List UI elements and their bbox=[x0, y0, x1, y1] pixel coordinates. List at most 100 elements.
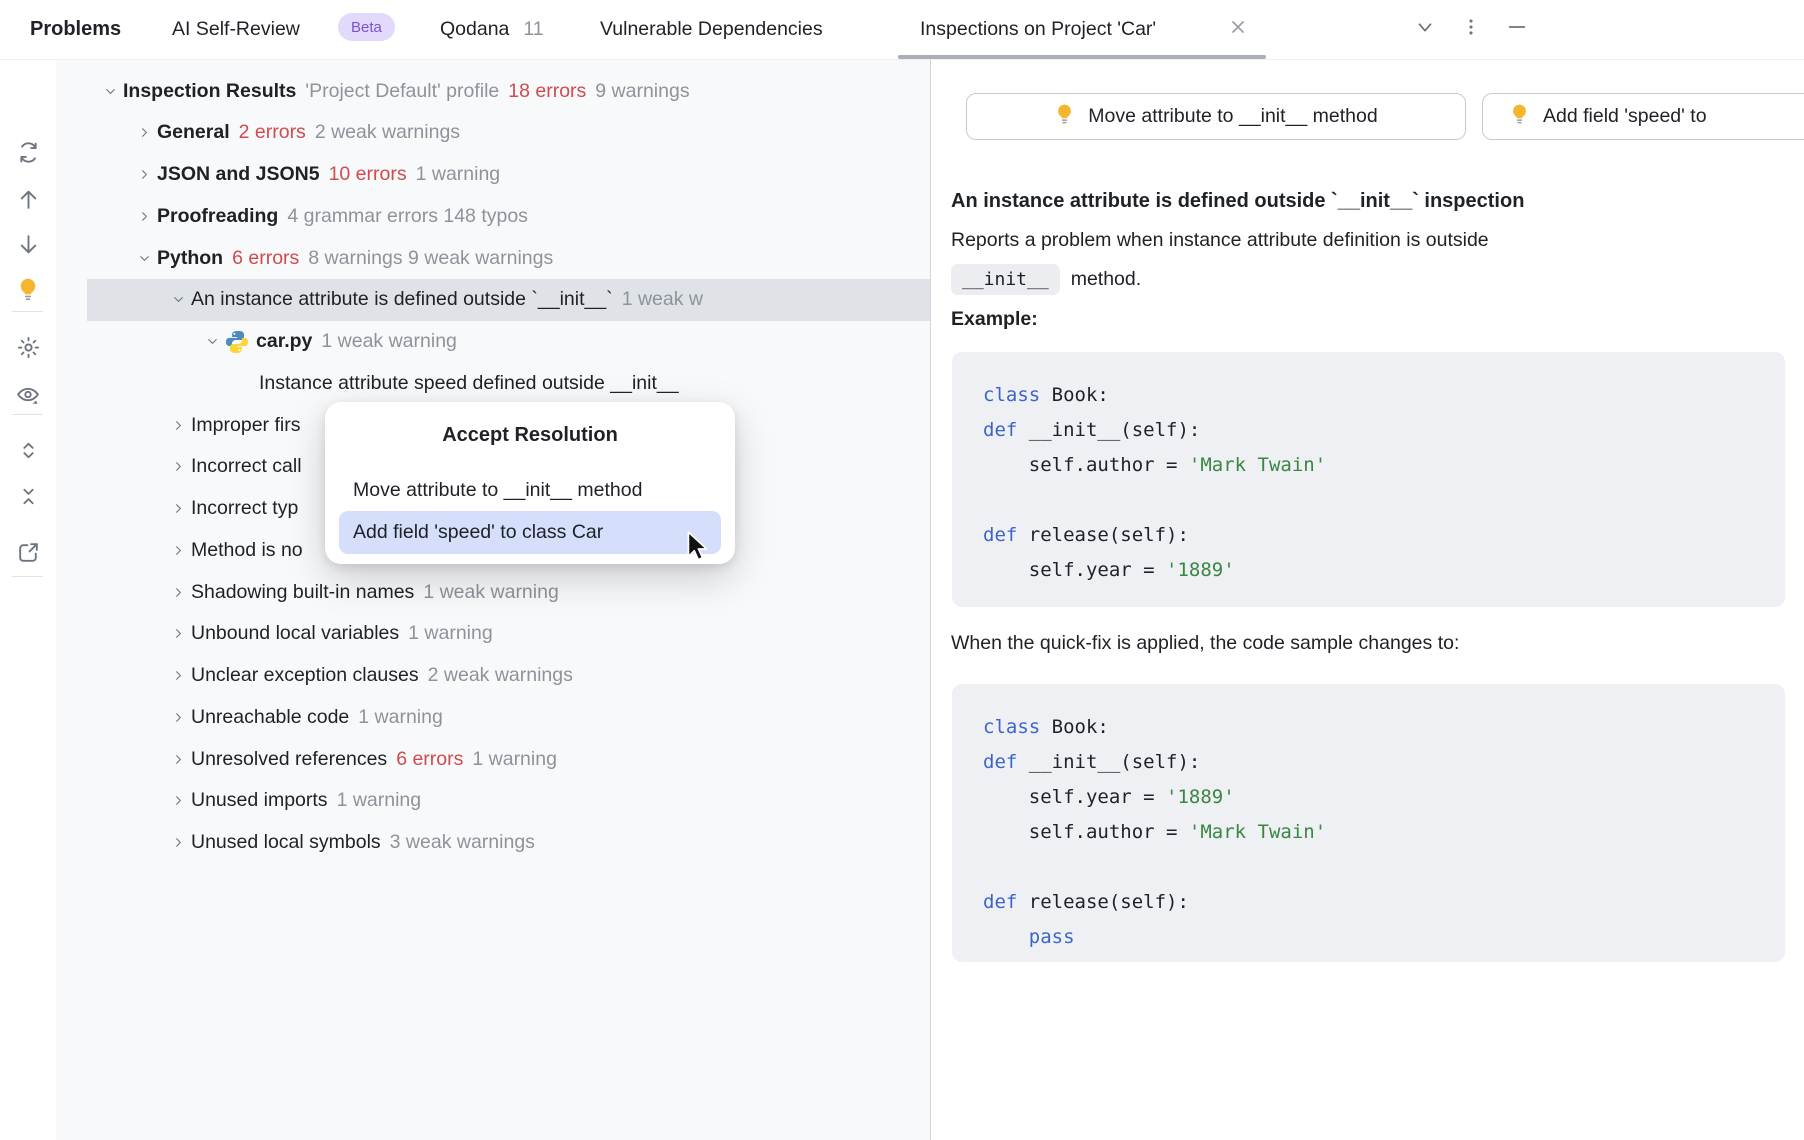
tree-row-text: Unused local symbols bbox=[191, 831, 381, 853]
previous-problem-icon[interactable] bbox=[14, 185, 42, 213]
chevron-right-icon[interactable] bbox=[165, 788, 191, 814]
tree-row-text: Unused imports bbox=[191, 789, 328, 812]
tree-row[interactable]: Incorrect call bbox=[87, 446, 930, 488]
tree-row[interactable]: Unused imports 1 warning bbox=[87, 780, 930, 822]
tree-row[interactable]: Inspection Results'Project Default' prof… bbox=[87, 70, 930, 112]
init-code-chip: __init__ bbox=[951, 263, 1060, 295]
minimize-icon[interactable] bbox=[1504, 14, 1530, 40]
chevron-down-icon[interactable] bbox=[199, 329, 225, 355]
chevron-right-icon[interactable] bbox=[131, 120, 157, 146]
expand-all-icon[interactable] bbox=[14, 436, 42, 464]
add-field-quickfix-button[interactable]: Add field 'speed' to bbox=[1482, 93, 1804, 140]
tree-row-text: Unbound local variables bbox=[191, 622, 400, 645]
more-options-icon[interactable] bbox=[1458, 14, 1484, 40]
tree-row-text: Proofreading bbox=[157, 204, 279, 227]
rerun-inspections-icon[interactable] bbox=[14, 138, 42, 166]
inspection-details-panel: Move attribute to __init__ method Add fi… bbox=[931, 59, 1804, 1140]
add-field-quickfix-label: Add field 'speed' to bbox=[1543, 105, 1707, 127]
tree-row-text: 1 weak warning bbox=[321, 330, 457, 352]
chevron-down-icon[interactable] bbox=[165, 287, 191, 313]
close-tab-icon[interactable] bbox=[1226, 15, 1250, 39]
tree-row-text: car.py bbox=[256, 330, 313, 352]
chevron-down-icon[interactable] bbox=[1412, 14, 1438, 40]
mouse-cursor bbox=[686, 531, 713, 567]
chevron-down-icon[interactable] bbox=[131, 245, 157, 271]
code-line: self.year = '1889' bbox=[983, 786, 1235, 808]
tree-row-text: 'Project Default' profile bbox=[305, 79, 500, 102]
chevron-down-icon[interactable] bbox=[97, 78, 123, 104]
code-line: self.year = '1889' bbox=[983, 559, 1235, 581]
chevron-right-icon[interactable] bbox=[131, 203, 157, 229]
chevron-right-icon[interactable] bbox=[165, 621, 191, 647]
chevron-right-icon[interactable] bbox=[165, 454, 191, 480]
tree-row-text: 2 weak warnings bbox=[427, 664, 573, 686]
chevron-right-icon[interactable] bbox=[165, 537, 191, 563]
tab-ai-self-review[interactable]: AI Self-Review bbox=[172, 17, 300, 40]
tree-row[interactable]: Instance attribute speed defined outside… bbox=[87, 362, 930, 404]
popup-item-add-field[interactable]: Add field 'speed' to class Car bbox=[339, 511, 721, 554]
code-line: def release(self): bbox=[983, 524, 1189, 546]
tree-row-text: Python bbox=[157, 246, 224, 269]
tree-row-text: Incorrect call bbox=[191, 455, 302, 478]
tree-row-text: 1 warning bbox=[336, 789, 422, 812]
code-line: def __init__(self): bbox=[983, 419, 1201, 441]
chevron-right-icon[interactable] bbox=[165, 830, 191, 856]
chevron-right-icon[interactable] bbox=[165, 412, 191, 438]
left-toolbar bbox=[0, 59, 56, 1140]
tree-row-text: 4 grammar errors 148 typos bbox=[287, 204, 528, 227]
tab-vulnerable-dependencies[interactable]: Vulnerable Dependencies bbox=[600, 17, 823, 40]
view-options-icon[interactable] bbox=[14, 380, 42, 408]
tree-row-text: 6 errors bbox=[396, 747, 464, 770]
tree-row-text: JSON and JSON5 bbox=[157, 163, 320, 185]
tab-inspections-on-project[interactable]: Inspections on Project 'Car' bbox=[920, 17, 1157, 40]
inspection-description-line2-text: method. bbox=[1070, 267, 1142, 290]
tree-row-text: Unreachable code bbox=[191, 705, 350, 728]
tree-row[interactable]: Proofreading 4 grammar errors 148 typos bbox=[87, 195, 930, 237]
inspection-results-tree: Inspection Results'Project Default' prof… bbox=[56, 59, 930, 1140]
open-in-new-window-icon[interactable] bbox=[14, 538, 42, 566]
tree-row[interactable]: Method is no bbox=[87, 529, 930, 571]
tree-row-text: Method is no bbox=[191, 538, 303, 561]
tree-row[interactable]: Improper firs bbox=[87, 404, 930, 446]
chevron-right-icon[interactable] bbox=[165, 746, 191, 772]
tree-row-text: General bbox=[157, 121, 230, 144]
code-line: def release(self): bbox=[983, 891, 1189, 913]
popup-item-move-attribute[interactable]: Move attribute to __init__ method bbox=[353, 479, 643, 501]
move-attribute-quickfix-button[interactable]: Move attribute to __init__ method bbox=[966, 93, 1466, 140]
settings-icon[interactable] bbox=[14, 333, 42, 361]
tree-row[interactable]: Shadowing built-in names 1 weak warning bbox=[87, 571, 930, 613]
tab-bar: Problems AI Self-Review Beta Qodana 11 V… bbox=[0, 0, 1804, 60]
chevron-right-icon[interactable] bbox=[165, 663, 191, 689]
panel-splitter[interactable] bbox=[930, 59, 931, 1140]
quick-fixes-icon[interactable] bbox=[14, 275, 42, 303]
chevron-right-icon[interactable] bbox=[165, 496, 191, 522]
tree-row[interactable]: car.py 1 weak warning bbox=[87, 321, 930, 363]
tool-window-title[interactable]: Problems bbox=[30, 17, 122, 40]
chevron-right-icon[interactable] bbox=[165, 704, 191, 730]
tree-row-text: 18 errors bbox=[508, 79, 587, 102]
chevron-right-icon[interactable] bbox=[165, 579, 191, 605]
tree-row-text: 1 weak warning bbox=[423, 580, 559, 603]
active-tab-underline bbox=[898, 55, 1266, 59]
code-line: self.author = 'Mark Twain' bbox=[983, 821, 1327, 843]
tree-row-text: Shadowing built-in names bbox=[191, 580, 415, 603]
next-problem-icon[interactable] bbox=[14, 230, 42, 258]
tab-qodana[interactable]: Qodana 11 bbox=[440, 0, 544, 58]
tree-row[interactable]: An instance attribute is defined outside… bbox=[87, 278, 930, 321]
collapse-all-icon[interactable] bbox=[14, 482, 42, 510]
inspection-description-line2: __init__ method. bbox=[951, 258, 1141, 300]
tree-row-text: 1 weak w bbox=[621, 288, 703, 311]
tree-row-text: 2 weak warnings bbox=[314, 121, 461, 144]
chevron-right-icon[interactable] bbox=[131, 162, 157, 188]
tree-row-text: Improper firs bbox=[191, 413, 301, 436]
tree-row[interactable]: Incorrect typ bbox=[87, 488, 930, 530]
